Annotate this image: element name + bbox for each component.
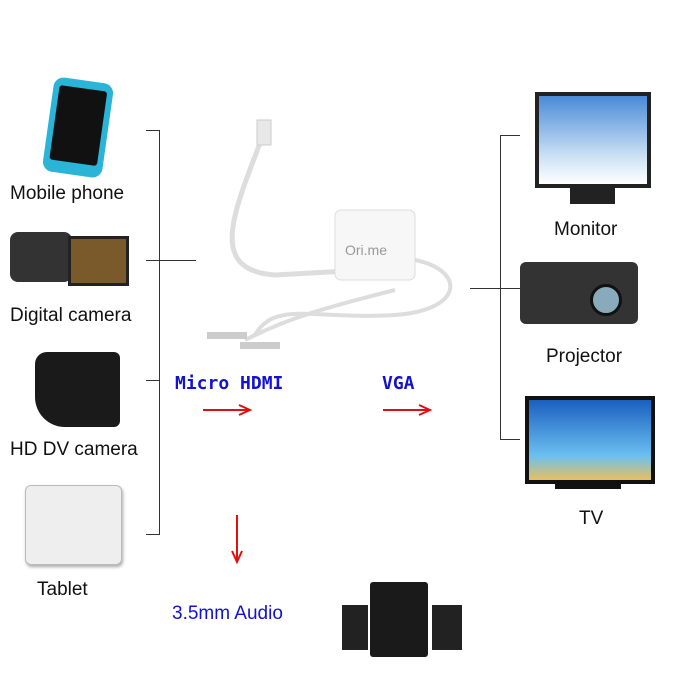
- output-label-projector: Projector: [546, 346, 623, 367]
- vga-label: VGA: [382, 373, 415, 394]
- digital-camera-image: [10, 232, 72, 282]
- adapter-cable-image: Ori.me: [207, 119, 453, 349]
- right-bracket: [500, 135, 520, 136]
- hd-dv-camera-image: [35, 352, 120, 427]
- left-bracket: [146, 534, 160, 535]
- mobile-phone-image: [41, 76, 115, 179]
- left-connector: [146, 380, 160, 381]
- projector-image: [520, 262, 638, 324]
- source-label-digital-camera: Digital camera: [10, 305, 132, 326]
- right-bracket: [500, 135, 501, 440]
- svg-text:Ori.me: Ori.me: [345, 242, 387, 258]
- left-connector: [146, 260, 196, 261]
- camera-screen-image: [68, 236, 129, 286]
- output-label-monitor: Monitor: [554, 219, 618, 240]
- left-bracket: [146, 130, 160, 131]
- tablet-image: [25, 485, 122, 565]
- speaker-image: [370, 582, 428, 657]
- tv-image: [525, 396, 655, 484]
- source-label-mobile-phone: Mobile phone: [10, 183, 125, 204]
- source-label-hd-dv-camera: HD DV camera: [10, 439, 138, 460]
- right-bracket: [500, 439, 520, 440]
- speaker-image: [342, 605, 368, 650]
- arrow-right-icon: [383, 404, 433, 416]
- right-connector: [470, 288, 520, 289]
- tv-stand: [555, 483, 621, 489]
- speaker-image: [432, 605, 462, 650]
- arrow-down-icon: [231, 515, 243, 565]
- monitor-image: [535, 92, 651, 188]
- arrow-right-icon: [203, 404, 253, 416]
- output-label-tv: TV: [579, 508, 604, 529]
- source-label-tablet: Tablet: [37, 579, 88, 600]
- monitor-stand: [570, 186, 615, 204]
- micro-hdmi-label: Micro HDMI: [175, 373, 284, 394]
- audio-label: 3.5mm Audio: [172, 603, 283, 624]
- left-bracket: [159, 130, 160, 535]
